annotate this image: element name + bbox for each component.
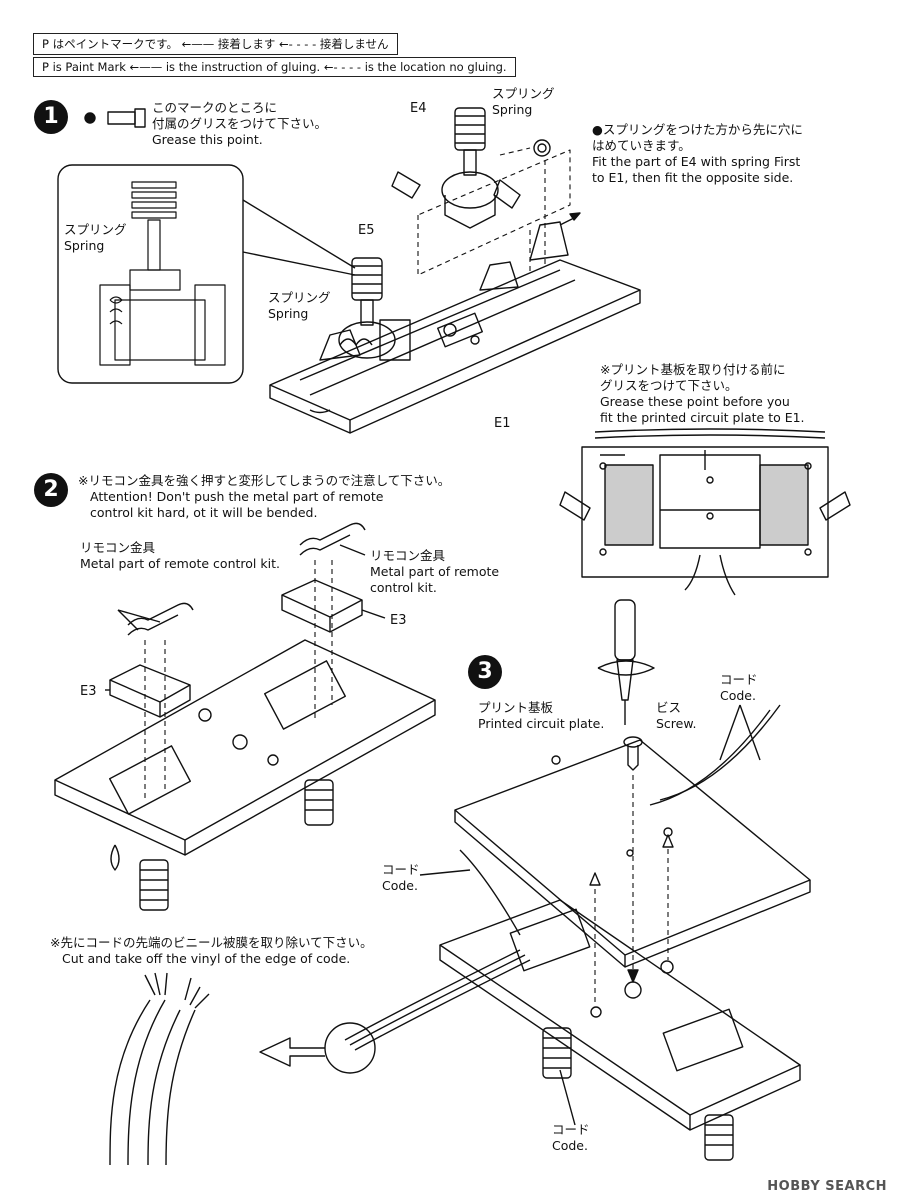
- screwdriver-icon: [597, 599, 655, 725]
- label-e5: E5: [358, 223, 375, 238]
- code-wire-illustration: [109, 972, 376, 1166]
- screw-icon: [623, 736, 643, 771]
- part-e3-right: [281, 579, 363, 633]
- label-e3-left: E3: [80, 684, 97, 699]
- metal-clip-right: [299, 522, 366, 556]
- remote-control-plate: [54, 639, 436, 911]
- pcb-grease-diagram: [559, 428, 851, 596]
- step-3-marker: 3: [468, 655, 502, 689]
- hobby-search-watermark: HOBBY SEARCH: [767, 1179, 887, 1194]
- label-e4: E4: [410, 101, 427, 116]
- pcb-grease-note: ※プリント基板を取り付ける前に グリスをつけて下さい。 Grease these…: [600, 362, 805, 425]
- step-1-marker: 1: [34, 100, 68, 134]
- grease-tube-icon: [84, 108, 146, 128]
- legend-en: P is Paint Mark ←—— is the instruction o…: [33, 57, 516, 77]
- metal-clip-left: [127, 602, 194, 636]
- printed-circuit-plate-assembly: [344, 704, 811, 1161]
- part-e5: [338, 257, 411, 361]
- legend-jp: P はペイントマークです。 ←—— 接着します ←- - - - 接着しません: [33, 33, 398, 55]
- spring-fit-note: ●スプリングをつけた方から先に穴に はめていきます。 Fit the part …: [592, 122, 803, 185]
- code-cut-note: ※先にコードの先端のビニール被膜を取り除いて下さい。 Cut and take …: [50, 935, 373, 966]
- label-e3-right: E3: [390, 613, 407, 628]
- label-e1: E1: [494, 416, 511, 431]
- step-2-marker: 2: [34, 473, 68, 507]
- attention-note: ※リモコン金具を強く押すと変形してしまうので注意して下さい。 Attention…: [78, 473, 451, 520]
- base-e1: [269, 221, 641, 434]
- grease-note: このマークのところに付属のグリスをつけて下さい。Grease this poin…: [152, 100, 328, 147]
- part-e4: [391, 107, 551, 229]
- part-e3-left: [109, 664, 191, 718]
- spring-inset-diagram: [57, 164, 356, 384]
